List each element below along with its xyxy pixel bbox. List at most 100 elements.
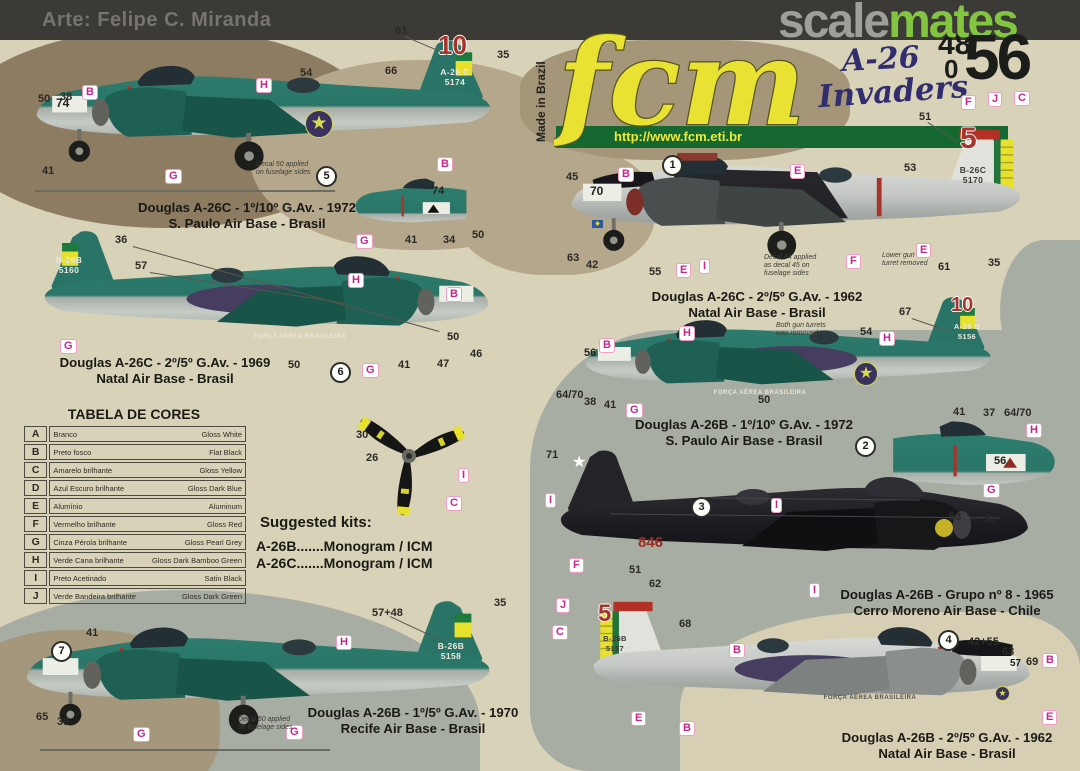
catalog-number-48: 48 (938, 28, 972, 61)
callout-number: 50 (447, 331, 460, 343)
callout-number: 47 (437, 358, 450, 370)
callout-number: 36 (115, 234, 128, 246)
application-note: Both gun turrets was removed (776, 322, 826, 337)
callout-number: 50 (472, 229, 485, 241)
nose-number: 57 (1010, 658, 1022, 669)
aircraft-846-silhouette (560, 450, 1028, 551)
callout-letter-H: H (679, 326, 695, 341)
fab-fuselage-text: FORÇA AÉREA BRASILEIRA (823, 695, 917, 701)
callout-letter-B: B (82, 85, 98, 100)
callout-letter-E: E (916, 243, 932, 258)
callout-letter-E: E (631, 711, 647, 726)
scalemates-watermark: scalemates (778, 0, 1019, 49)
nose-insert-5156 (893, 421, 1055, 485)
fcm-logo-text: fcm (554, 13, 805, 152)
callout-number: 65 (36, 711, 49, 723)
aircraft-5174-silhouette (36, 40, 490, 171)
callout-number: 35 (497, 49, 510, 61)
scheme-number-6: 6 (330, 362, 351, 383)
callout-number: 26 (366, 452, 379, 464)
callout-number: 63 (1002, 646, 1015, 658)
callout-letter-J: J (556, 598, 571, 613)
callout-number: 38 (584, 396, 597, 408)
application-note: Decal 44 applied as decal 45 on fuselage… (764, 254, 817, 277)
application-note: Decal 50 applied on fuselage sides (238, 716, 293, 731)
callout-letter-E: E (1042, 710, 1058, 725)
callout-letter-I: I (545, 493, 557, 508)
callout-letter-G: G (356, 234, 373, 249)
callout-number: 55 (649, 266, 662, 278)
top-title-bar (0, 0, 1080, 40)
callout-number: 53 (904, 162, 917, 174)
callout-number: 64/70 (556, 389, 584, 401)
callout-letter-B: B (437, 157, 453, 172)
callout-number: 50 (758, 394, 771, 406)
callout-number: 42+55 (968, 636, 999, 648)
propeller-illustration (357, 416, 466, 516)
fcm-url: http://www.fcm.eti.br (614, 129, 743, 144)
callout-letter-C: C (552, 625, 568, 640)
callout-letter-G: G (983, 483, 1000, 498)
callout-number: 57+48 (372, 607, 403, 619)
callout-letter-I: I (809, 583, 821, 598)
callout-letter-C: C (1014, 91, 1030, 106)
callout-letter-G: G (286, 725, 303, 740)
cockpit-canopy (137, 65, 195, 87)
callout-number: 49 (906, 635, 919, 647)
engine-nacelle (104, 87, 192, 137)
callout-number: 46 (470, 348, 483, 360)
callout-number: 67 (899, 306, 912, 318)
callout-letter-H: H (336, 635, 352, 650)
callout-number: 30 (356, 429, 369, 441)
artist-credit: Arte: Felipe C. Miranda (42, 9, 272, 31)
callout-number: 58 (949, 511, 962, 523)
ground-line (40, 749, 330, 751)
insert-nose-number: 74 (432, 185, 445, 197)
callout-letter-I: I (771, 498, 783, 513)
watermark-scale: scale (778, 0, 890, 48)
watermark-mates: mates (888, 0, 1019, 48)
callout-number: 61 (395, 25, 408, 37)
callout-number: 34 (443, 234, 456, 246)
callout-number: 66 (385, 65, 398, 77)
callout-letter-B: B (679, 721, 695, 736)
scheme-number-3: 3 (691, 497, 712, 518)
tail-number: 5 (960, 122, 977, 155)
fab-star-roundel: ★ (305, 110, 333, 138)
callout-number: 37 (983, 407, 996, 419)
catalog-number-56: 56 (964, 21, 1032, 93)
scheme-number-4: 4 (938, 630, 959, 651)
callout-number: 50 (38, 93, 51, 105)
callout-number: 54 (860, 326, 873, 338)
callout-letter-I: I (458, 468, 470, 483)
callout-letter-B: B (599, 338, 615, 353)
callout-number: 35 (988, 257, 1001, 269)
url-bar: http://www.fcm.eti.br (556, 126, 1008, 148)
callout-number: 42 (586, 259, 599, 271)
callout-letter-G: G (60, 339, 77, 354)
color-table-title: TABELA DE CORES (67, 406, 201, 422)
callout-number: 68 (679, 618, 692, 630)
catalog-number-0: 0 (944, 54, 959, 84)
callout-number: 41 (953, 406, 966, 418)
scheme-number-1: 1 (662, 155, 683, 176)
aircraft-5160-silhouette (44, 231, 489, 327)
callout-letter-H: H (1026, 423, 1042, 438)
